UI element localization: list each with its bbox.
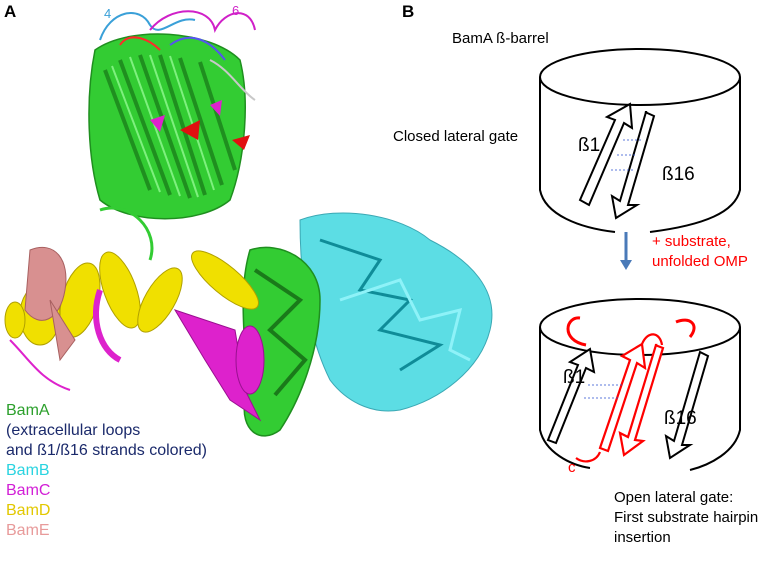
strand-b16-label-top: ß16 — [662, 164, 695, 185]
transition-arrow — [620, 232, 632, 270]
open-strand-b1 — [546, 347, 596, 445]
open-hbonds — [584, 384, 622, 399]
bame-domain — [24, 246, 76, 362]
closed-barrel — [539, 48, 741, 233]
bama-potra-domains — [99, 206, 321, 437]
substrate-hairpin — [566, 316, 696, 463]
magenta-loop-patches — [150, 100, 222, 132]
extracellular-loops — [99, 10, 256, 101]
panel-b-label: B — [402, 2, 415, 21]
open-gate-line1: Open lateral gate: — [614, 489, 734, 506]
legend-bamb: BamB — [6, 462, 50, 479]
strand-b1-label-top: ß1 — [578, 135, 601, 156]
red-strands — [180, 120, 250, 150]
legend-extracellular-note: (extracellular loops — [6, 422, 141, 439]
barrel-title: BamA ß-barrel — [452, 30, 549, 47]
substrate-label-line1: + substrate, — [652, 233, 731, 250]
legend-bama: BamA — [6, 402, 50, 419]
panel-a-label: A — [4, 2, 17, 21]
legend-bamc: BamC — [6, 482, 51, 499]
strand-b16-label-bottom: ß16 — [664, 408, 697, 429]
open-strand-b16 — [664, 350, 710, 460]
loop-label-4: 4 — [104, 6, 111, 21]
legend-bamd: BamD — [6, 502, 51, 519]
open-gate-line2: First substrate hairpin — [614, 509, 759, 526]
open-gate-line3: insertion — [614, 529, 671, 546]
strand-b1-label-bottom: ß1 — [563, 367, 586, 388]
legend-strand-note: and ß1/ß16 strands colored) — [6, 442, 207, 459]
bama-barrel — [88, 33, 246, 220]
legend-bame: BamE — [6, 522, 50, 539]
bamb-domain — [299, 212, 493, 412]
closed-hbonds — [611, 139, 641, 171]
closed-strand-b16 — [610, 111, 656, 220]
loop-label-6: 6 — [232, 3, 239, 18]
bamc-domain — [9, 289, 265, 422]
closed-strand-b1 — [578, 102, 634, 207]
c-terminus-label: c — [568, 459, 576, 476]
closed-gate-label: Closed lateral gate — [393, 128, 519, 145]
substrate-label-line2: unfolded OMP — [652, 253, 748, 270]
